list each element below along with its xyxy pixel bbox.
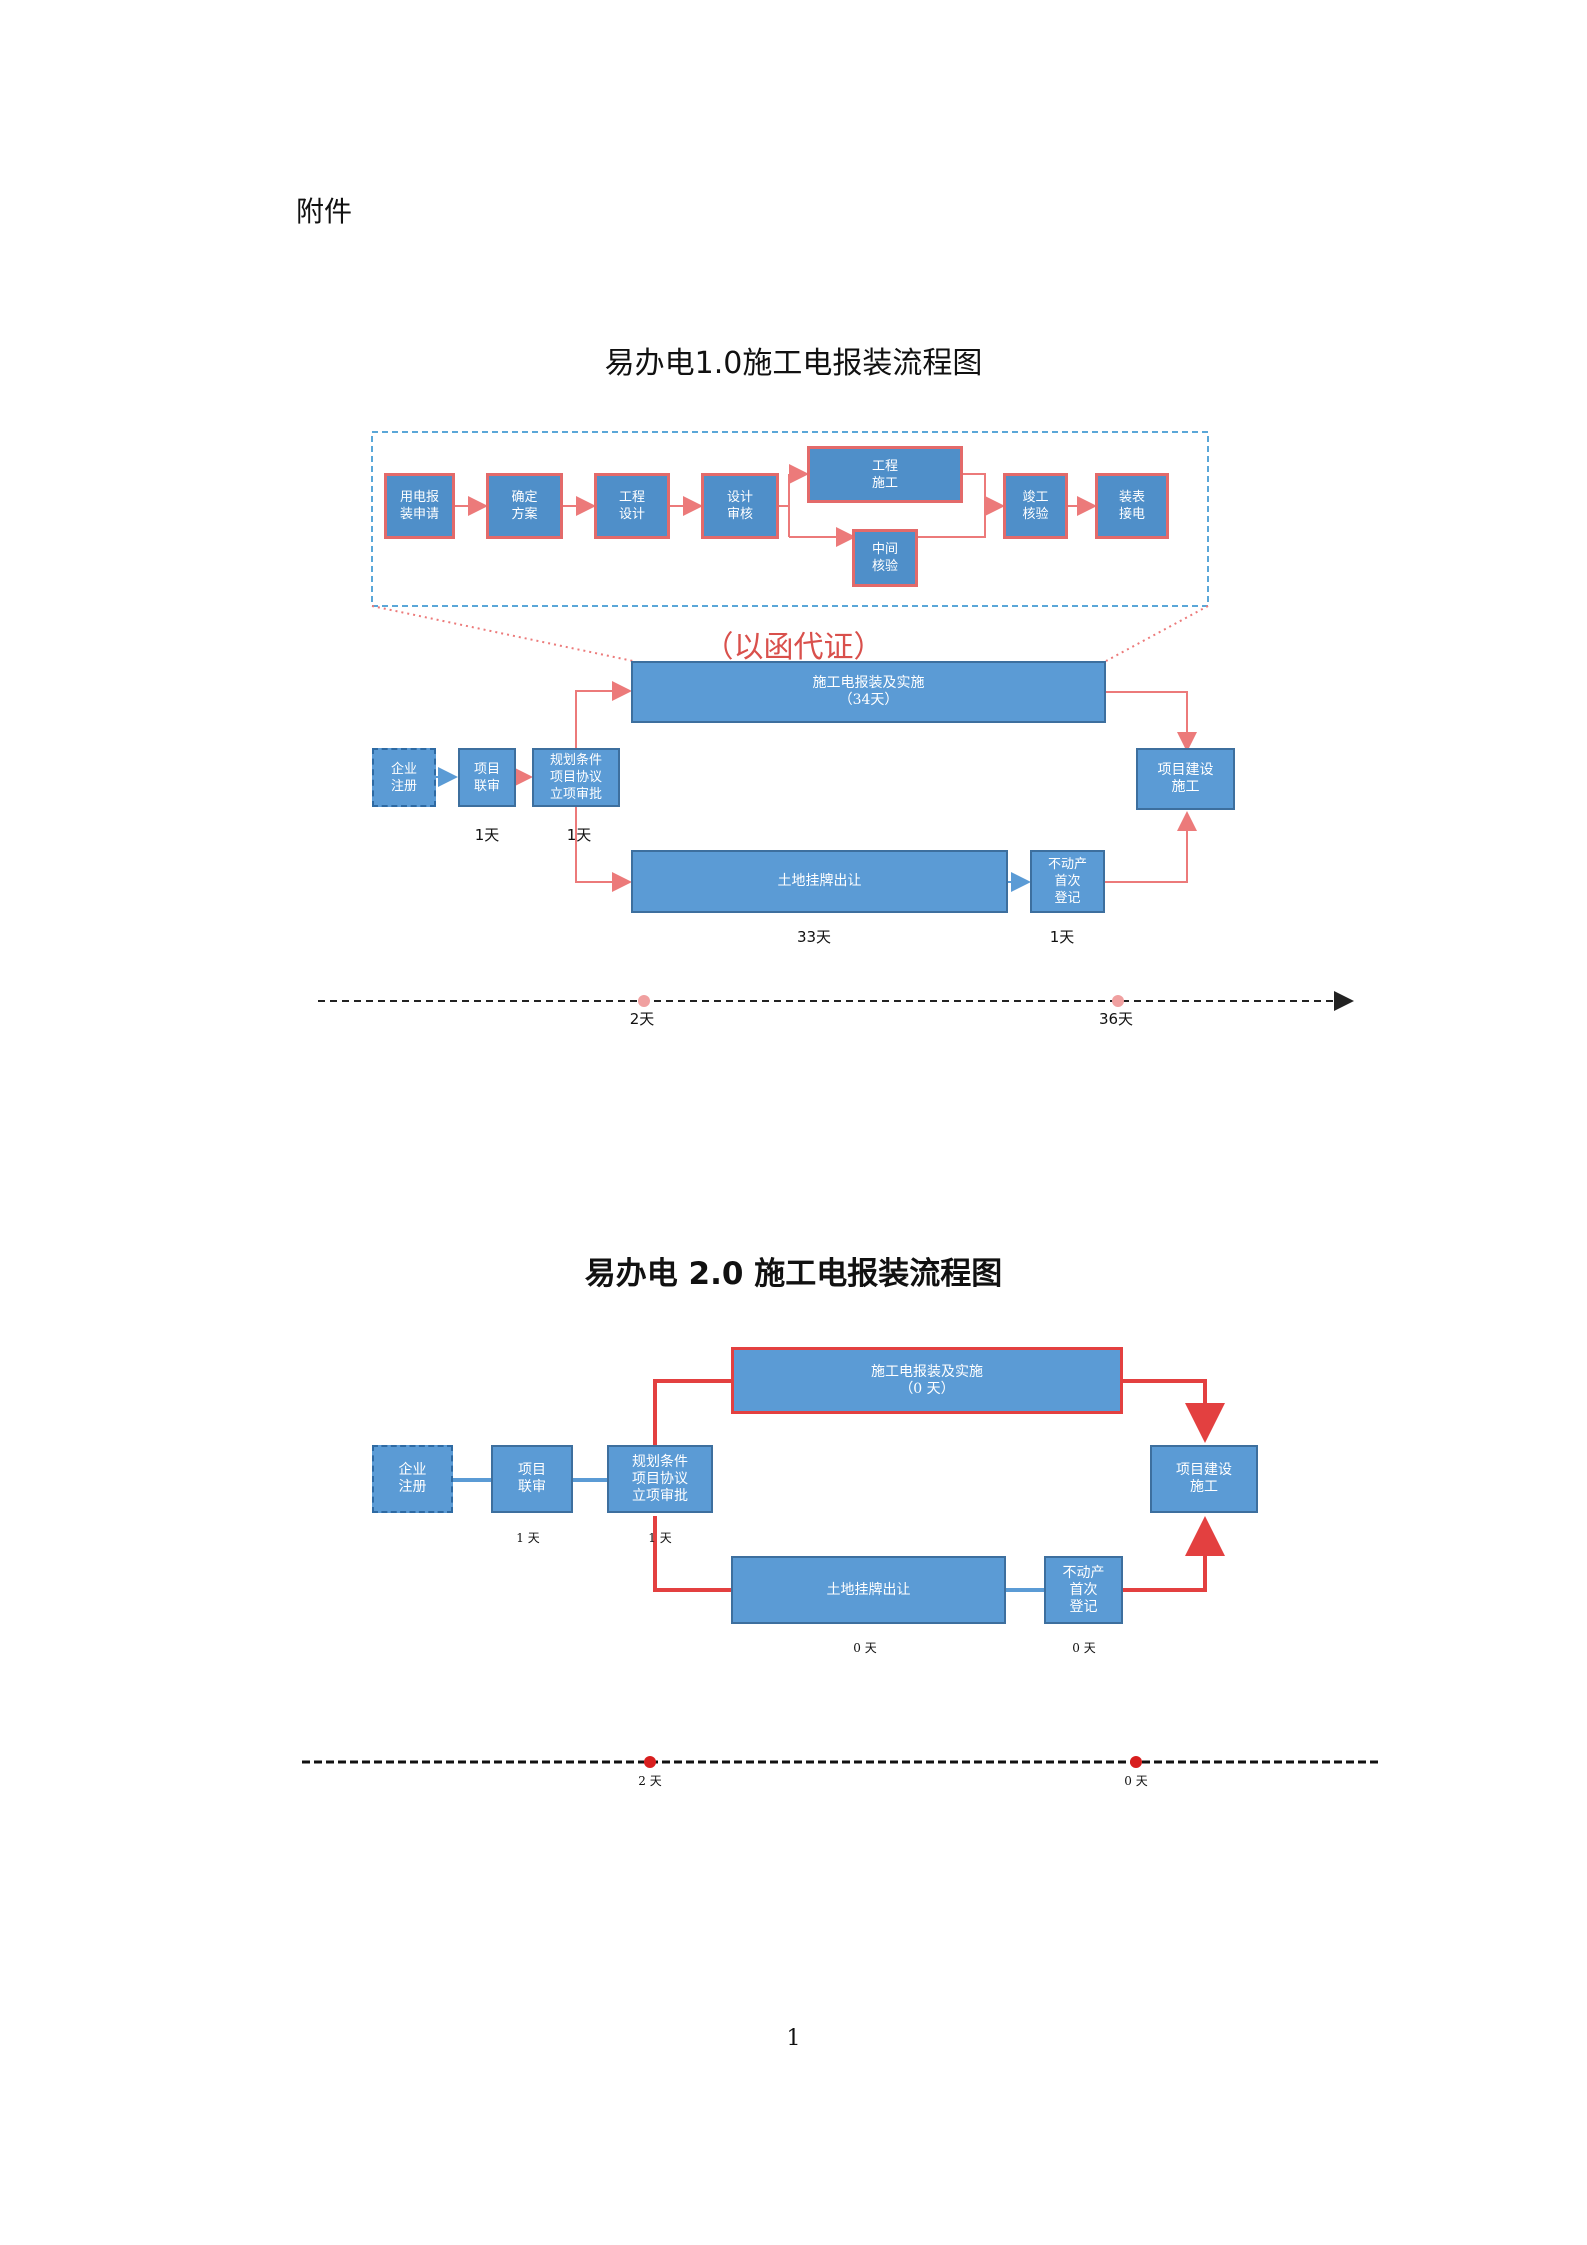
- d1-duration-property: 1天: [1049, 928, 1075, 946]
- d1-duration-land: 33天: [796, 928, 832, 946]
- d2-duration-joint-review: 1 天: [516, 1531, 540, 1545]
- d1-timeline-mark-2: 36天: [1098, 1010, 1134, 1028]
- d2-duration-land: 0 天: [853, 1641, 877, 1655]
- page-number: 1: [786, 2026, 801, 2051]
- step-confirm-plan: 确定 方案: [486, 473, 563, 539]
- d1-box-property-registration: 不动产 首次 登记: [1030, 850, 1105, 913]
- step-design-review: 设计 审核: [701, 473, 779, 539]
- step-meter-connection: 装表 接电: [1095, 473, 1169, 539]
- diagram1-title: 易办电1.0施工电报装流程图: [604, 346, 983, 381]
- diagram2-title: 易办电 2.0 施工电报装流程图: [584, 1256, 1003, 1292]
- letter-substitution-note: （以函代证）: [703, 630, 884, 665]
- d1-timeline-mark-1: 2天: [629, 1010, 655, 1028]
- d2-timeline-mark-1: 2 天: [638, 1774, 662, 1788]
- d2-timeline-mark-2: 0 天: [1124, 1774, 1148, 1788]
- step-intermediate-inspection: 中间 核验: [852, 529, 918, 587]
- d2-duration-planning: 1 天: [648, 1531, 672, 1545]
- step-construction: 工程 施工: [807, 446, 963, 503]
- d1-box-land-auction: 土地挂牌出让: [631, 850, 1008, 913]
- annex-label: 附件: [296, 195, 353, 228]
- d2-box-register: 企业 注册: [372, 1445, 453, 1513]
- step-engineering-design: 工程 设计: [594, 473, 670, 539]
- d2-box-planning: 规划条件 项目协议 立项审批: [607, 1445, 713, 1513]
- step-completion-inspection: 竣工 核验: [1003, 473, 1068, 539]
- d1-box-project-build: 项目建设 施工: [1136, 748, 1235, 810]
- d1-box-register: 企业 注册: [372, 748, 436, 807]
- d1-box-joint-review: 项目 联审: [458, 748, 516, 807]
- d2-box-power-install: 施工电报装及实施 （0 天）: [731, 1347, 1123, 1414]
- d2-box-project-build: 项目建设 施工: [1150, 1445, 1258, 1513]
- d2-box-land-auction: 土地挂牌出让: [731, 1556, 1006, 1624]
- d2-box-property-registration: 不动产 首次 登记: [1044, 1556, 1123, 1624]
- d2-box-joint-review: 项目 联审: [491, 1445, 573, 1513]
- d1-duration-joint-review: 1天: [474, 826, 500, 844]
- d1-box-planning: 规划条件 项目协议 立项审批: [532, 748, 620, 807]
- d2-duration-property: 0 天: [1072, 1641, 1096, 1655]
- d1-duration-planning: 1天: [566, 826, 592, 844]
- d1-box-power-install: 施工电报装及实施 （34天）: [631, 661, 1106, 723]
- step-application: 用电报 装申请: [384, 473, 455, 539]
